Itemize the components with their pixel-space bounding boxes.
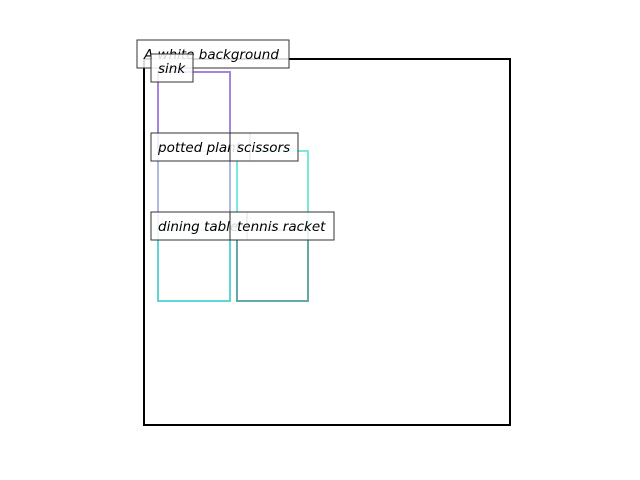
- region-label-dining-table-text: dining table: [158, 219, 238, 235]
- canvas-frame: [143, 58, 511, 426]
- region-box-sink: [157, 71, 231, 302]
- region-label-sink-text: sink: [158, 61, 186, 77]
- region-label-scissors: scissors: [229, 132, 299, 162]
- region-label-sink: sink: [150, 53, 194, 83]
- region-label-tennis-racket: tennis racket: [229, 211, 335, 241]
- region-box-dining-table: [157, 229, 231, 302]
- region-box-tennis-racket: [236, 229, 309, 302]
- region-label-tennis-racket-text: tennis racket: [237, 219, 326, 235]
- region-label-scissors-text: scissors: [237, 140, 290, 156]
- region-label-potted-plant-text: potted plant: [157, 140, 242, 156]
